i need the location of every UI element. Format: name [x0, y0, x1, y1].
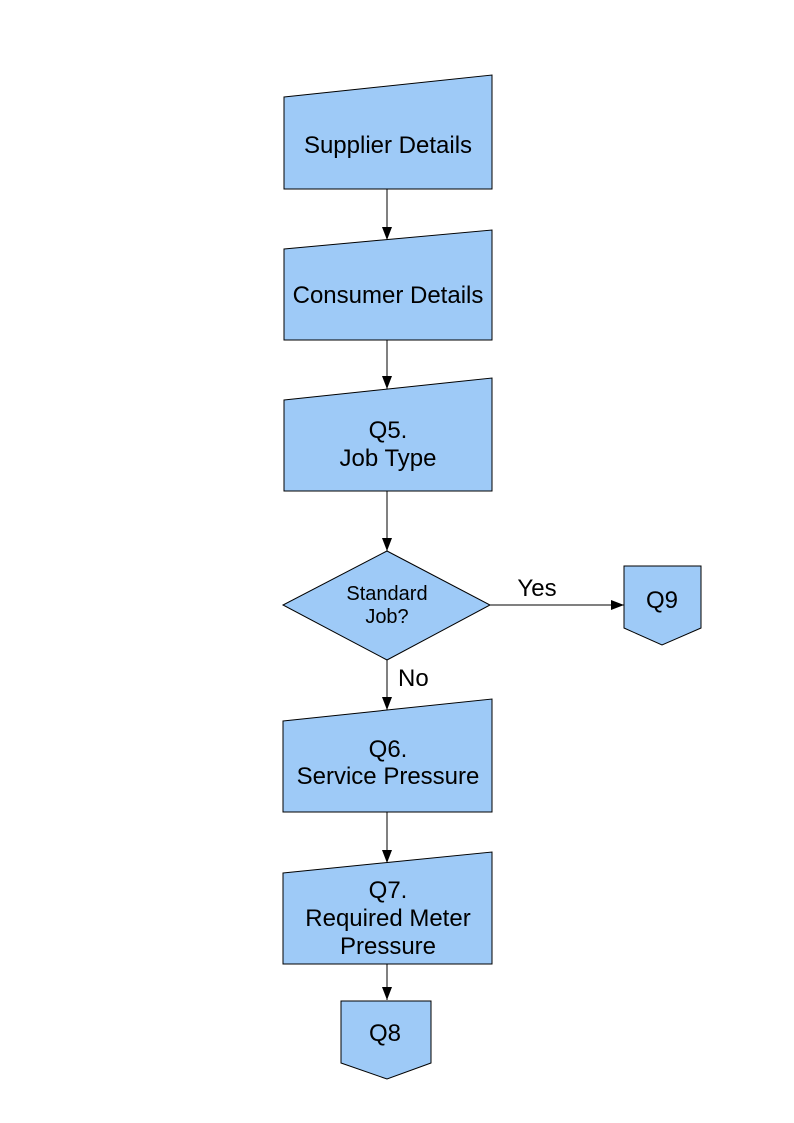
manual-input-shape: [282, 851, 493, 965]
no-branch-label: No: [398, 665, 429, 692]
off-page-connector-shape: [340, 1000, 432, 1080]
node-q9-connector: Q9: [623, 565, 702, 646]
node-q8-connector: Q8: [340, 1000, 432, 1080]
manual-input-shape: [283, 229, 493, 341]
off-page-connector-shape: [623, 565, 702, 646]
node-label-line1: Q7.: [369, 877, 408, 904]
manual-input-shape: [283, 377, 493, 492]
yes-branch-label: Yes: [517, 575, 556, 602]
node-standard-job-decision: Standard Job?: [281, 550, 492, 661]
node-q7-required-meter-pressure: Q7. Required Meter Pressure: [282, 851, 493, 965]
node-label: Consumer Details: [293, 282, 484, 309]
node-consumer-details: Consumer Details: [283, 229, 493, 341]
node-label-line2: Service Pressure: [297, 763, 480, 790]
node-label-line1: Standard: [346, 583, 427, 605]
manual-input-shape: [283, 74, 493, 190]
node-label-line1: Q6.: [369, 736, 408, 763]
node-label-line3: Pressure: [340, 933, 436, 960]
node-label-line2: Job?: [365, 606, 408, 628]
node-q5-job-type: Q5. Job Type: [283, 377, 493, 492]
node-label: Supplier Details: [304, 132, 472, 159]
node-label-line1: Q5.: [369, 417, 408, 444]
decision-diamond-shape: [281, 550, 492, 661]
node-label-line2: Required Meter: [305, 905, 470, 932]
node-q6-service-pressure: Q6. Service Pressure: [282, 698, 493, 813]
node-label: Q8: [369, 1020, 401, 1047]
node-supplier-details: Supplier Details: [283, 74, 493, 190]
manual-input-shape: [282, 698, 493, 813]
node-label-line2: Job Type: [340, 445, 437, 472]
node-label: Q9: [646, 587, 678, 614]
